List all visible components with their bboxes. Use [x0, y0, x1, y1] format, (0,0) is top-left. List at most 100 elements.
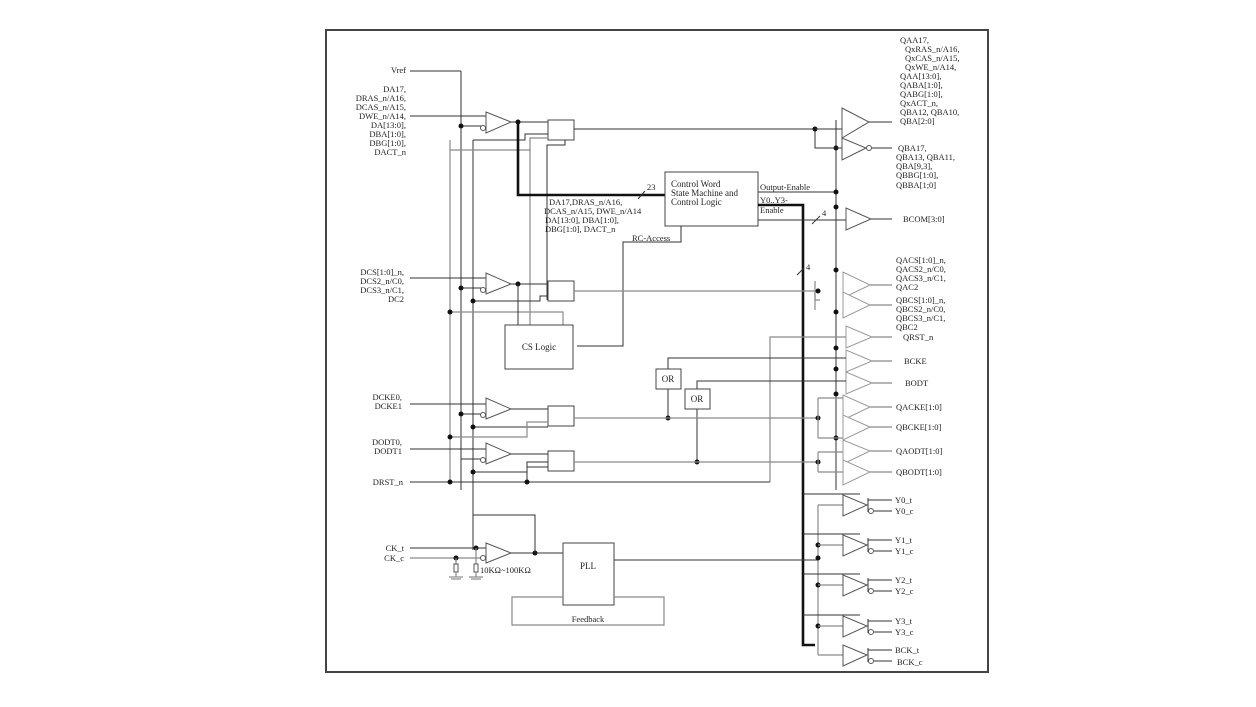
qbodt-buffer — [842, 459, 872, 486]
cs-register — [547, 280, 575, 302]
control-logic-label-2: State Machine and — [671, 188, 738, 198]
svg-text:QBC2: QBC2 — [896, 322, 918, 332]
svg-text:QBCS[1:0]_n,: QBCS[1:0]_n, — [896, 295, 945, 305]
svg-text:QABA[1:0],: QABA[1:0], — [900, 80, 943, 90]
output-qb-cmd-labels: QBA17, QBA13, QBA11, QBA[9,3], QBBG[1:0]… — [896, 143, 955, 190]
output-y0-t: Y0_t — [895, 495, 913, 505]
svg-text:QBA[2:0]: QBA[2:0] — [900, 116, 935, 126]
bus-width-4b: 4 — [806, 262, 811, 272]
qacke-buffer — [842, 394, 872, 421]
svg-text:DBG[1:0],: DBG[1:0], — [369, 138, 406, 148]
qb-cs-buffer — [842, 291, 872, 319]
svg-text:DCAS_n/A15, DWE_n/A14: DCAS_n/A15, DWE_n/A14 — [544, 206, 642, 216]
svg-text:QAA17,: QAA17, — [900, 35, 929, 45]
input-cke-labels: DCKE0, DCKE1 — [372, 392, 402, 411]
input-vref: Vref — [391, 65, 406, 75]
odt-input-buffer — [485, 442, 513, 465]
pll-block — [562, 542, 615, 606]
y2-diff-buffer — [818, 574, 892, 597]
input-cmd-addr-labels: DA17, DRAS_n/A16, DCAS_n/A15, DWE_n/A14,… — [356, 84, 407, 157]
svg-text:QxACT_n,: QxACT_n, — [900, 98, 938, 108]
or-gate-2-label: OR — [691, 394, 704, 404]
svg-text:DCS2_n/C0,: DCS2_n/C0, — [360, 276, 404, 286]
svg-text:QBA[9,3],: QBA[9,3], — [896, 161, 932, 171]
svg-text:DA17,DRAS_n/A16,: DA17,DRAS_n/A16, — [549, 197, 622, 207]
cs-input-buffer — [485, 272, 513, 295]
qaodt-buffer — [842, 439, 872, 465]
qb-cmd-buffer-inverting — [841, 137, 868, 161]
svg-text:QACS2_n/C0,: QACS2_n/C0, — [896, 264, 946, 274]
output-qa-cs-labels: QACS[1:0]_n, QACS2_n/C0, QACS3_n/C1, QAC… — [896, 255, 946, 292]
output-qbcke: QBCKE[1:0] — [896, 422, 942, 432]
svg-text:DCS[1:0]_n,: DCS[1:0]_n, — [360, 267, 404, 277]
qa-cs-buffer — [842, 271, 872, 299]
bus-width-23: 23 — [647, 182, 656, 192]
feedback-label: Feedback — [572, 614, 605, 624]
bodt-buffer — [845, 371, 874, 395]
svg-text:QACS3_n/C1,: QACS3_n/C1, — [896, 273, 946, 283]
svg-text:DCS3_n/C1,: DCS3_n/C1, — [360, 285, 404, 295]
svg-text:QBBG[1:0],: QBBG[1:0], — [896, 170, 938, 180]
output-enable-label: Output-Enable — [760, 182, 810, 192]
output-y1-c: Y1_c — [895, 546, 914, 556]
output-y3-t: Y3_t — [895, 616, 913, 626]
svg-text:DBA[1:0],: DBA[1:0], — [369, 129, 406, 139]
svg-text:DCAS_n/A15,: DCAS_n/A15, — [356, 102, 406, 112]
cke-input-buffer — [485, 397, 513, 420]
svg-text:QACS[1:0]_n,: QACS[1:0]_n, — [896, 255, 946, 265]
svg-text:DRAS_n/A16,: DRAS_n/A16, — [356, 93, 406, 103]
input-odt-labels: DODT0, DODT1 — [372, 437, 402, 456]
rc-access-label: RC-Access — [632, 233, 670, 243]
svg-text:QxCAS_n/A15,: QxCAS_n/A15, — [905, 53, 960, 63]
svg-text:DCKE0,: DCKE0, — [372, 392, 402, 402]
resistor-value-label: 10KΩ~100KΩ — [480, 565, 531, 575]
svg-text:QAA[13:0],: QAA[13:0], — [900, 71, 941, 81]
svg-text:DC2: DC2 — [388, 294, 404, 304]
svg-text:QBCS2_n/C0,: QBCS2_n/C0, — [896, 304, 945, 314]
qbcke-buffer — [842, 414, 872, 441]
output-y0-c: Y0_c — [895, 506, 914, 516]
control-word-state-machine-block — [664, 171, 759, 227]
output-qbodt: QBODT[1:0] — [896, 467, 942, 477]
cmd-input-buffer — [485, 111, 513, 134]
y-enable-label-1: Y0..Y3- — [760, 195, 788, 205]
qa-cmd-buffer — [841, 107, 871, 139]
odt-register — [547, 450, 575, 472]
output-y2-t: Y2_t — [895, 575, 913, 585]
svg-text:QBA12, QBA10,: QBA12, QBA10, — [900, 107, 959, 117]
or-gate-1-label: OR — [662, 374, 675, 384]
output-y3-c: Y3_c — [895, 627, 914, 637]
output-bck-t: BCK_t — [895, 645, 920, 655]
svg-text:QAC2: QAC2 — [896, 282, 918, 292]
input-ck-t: CK_t — [386, 543, 405, 553]
bcom-buffer — [845, 207, 873, 231]
svg-text:QBA13, QBA11,: QBA13, QBA11, — [896, 152, 955, 162]
svg-text:DA[13:0],: DA[13:0], — [371, 120, 406, 130]
bus-width-4a: 4 — [822, 208, 827, 218]
svg-text:QBCS3_n/C1,: QBCS3_n/C1, — [896, 313, 945, 323]
y-enable-label-2: Enable — [760, 205, 784, 215]
input-ck-c: CK_c — [384, 553, 404, 563]
svg-text:DCKE1: DCKE1 — [375, 401, 402, 411]
output-qaodt: QAODT[1:0] — [896, 446, 942, 456]
ck-input-buffer — [485, 542, 513, 564]
output-qa-cmd-labels: QAA17, QxRAS_n/A16, QxCAS_n/A15, QxWE_n/… — [900, 35, 960, 126]
output-y2-c: Y2_c — [895, 586, 914, 596]
bus-signal-labels: DA17,DRAS_n/A16, DCAS_n/A15, DWE_n/A14 D… — [544, 197, 642, 234]
svg-text:DA[13:0], DBA[1:0],: DA[13:0], DBA[1:0], — [545, 215, 619, 225]
bck-diff-buffer — [818, 644, 892, 667]
svg-text:QxWE_n/A14,: QxWE_n/A14, — [905, 62, 956, 72]
y1-diff-buffer — [818, 534, 892, 557]
output-bodt: BODT — [905, 378, 929, 388]
cs-logic-label: CS Logic — [522, 342, 556, 352]
cmd-register — [547, 119, 575, 141]
diagram-frame — [325, 29, 989, 673]
output-bck-c: BCK_c — [897, 657, 923, 667]
svg-text:QBBA[1;0]: QBBA[1;0] — [896, 180, 936, 190]
svg-text:DA17,: DA17, — [383, 84, 406, 94]
svg-text:QBA17,: QBA17, — [898, 143, 927, 153]
output-bcke: BCKE — [904, 356, 927, 366]
output-qrst: QRST_n — [903, 332, 934, 342]
pll-label: PLL — [580, 561, 596, 571]
control-logic-label-1: Control Word — [671, 179, 721, 189]
